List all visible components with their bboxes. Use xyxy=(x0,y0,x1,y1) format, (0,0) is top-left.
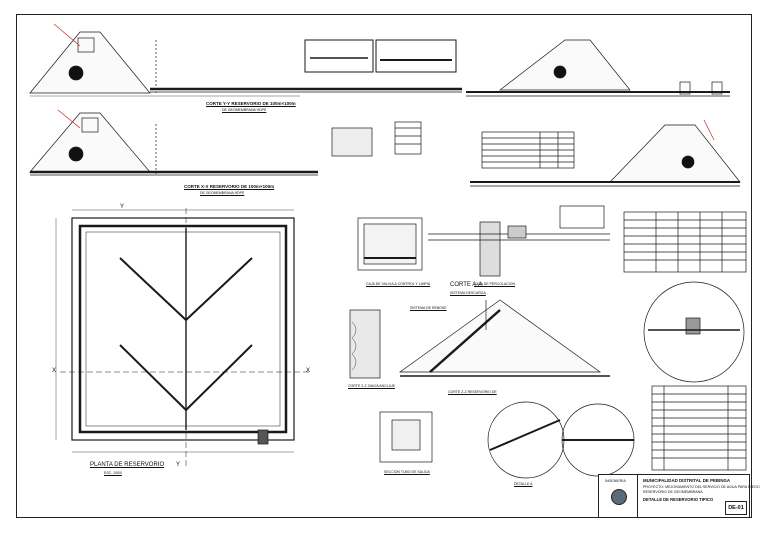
axis-x-left: X xyxy=(52,368,57,374)
label-corte-xx-sub: DE GEOMEMBRANA HDPE xyxy=(200,191,245,195)
title-entity: MUNICIPALIDAD DISTRITAL DE PEBINGA xyxy=(643,478,731,483)
label-caja-percolacion: CAJA DE PERCOLACION xyxy=(474,282,516,286)
section-right-top xyxy=(466,39,730,97)
municipality-logo-icon xyxy=(611,489,627,505)
section-right-mid xyxy=(470,119,741,187)
label-corte-reservorio: CORTE Z-Z RESERVORIO DE xyxy=(448,390,497,394)
label-corte-aa: CORTE A-A xyxy=(450,282,483,288)
title-block: INGENIERIA MUNICIPALIDAD DISTRITAL DE PE… xyxy=(598,474,760,518)
label-detalle: DETALLE A xyxy=(514,482,533,486)
label-sistema-rebose: SISTEMA DE REBOSE xyxy=(410,306,447,310)
drawing-sheet xyxy=(16,14,752,518)
label-planta: PLANTA DE RESERVORIO xyxy=(90,462,165,468)
plano-number: DE-01 xyxy=(725,501,747,515)
label-corte-yy: CORTE Y-Y RESERVORIO DE 100m×100m xyxy=(206,101,296,106)
label-caja-valvulas: CAJA DE VALVULA CONTROL Y LIMPIA xyxy=(366,282,431,286)
section-xx xyxy=(29,109,318,176)
section-yy xyxy=(29,23,462,97)
label-corte-zanja: CORTE Z-Z ZANJA ANCLAJE xyxy=(348,384,395,388)
title-line2: RESERVORIO DE GEOMEMBRANA xyxy=(643,490,703,494)
label-corte-xx: CORTE X-X RESERVORIO DE 100m×100m xyxy=(184,184,275,189)
label-seccion-tubo: SECCION TUBO DE SALIDA xyxy=(384,470,430,474)
logo-label: INGENIERIA xyxy=(605,479,626,483)
axis-y-top: Y xyxy=(120,204,125,210)
title-line1: PROYECTO: MEJORAMIENTO DEL SERVICIO DE A… xyxy=(643,485,760,489)
sheet-title: DETALLE DE RESERVORIO TIPICO xyxy=(643,497,714,502)
label-planta-sub: ESC. 1/500 xyxy=(104,471,122,475)
label-corte-yy-sub: DE GEOMEMBRANA HDPE xyxy=(222,108,267,112)
axis-x-right: X xyxy=(306,368,311,374)
label-sistema-descarga: SISTEMA DESCARGA xyxy=(450,291,486,295)
axis-y-bottom: Y xyxy=(176,462,181,468)
reservoir-plan xyxy=(55,208,312,466)
logo-area: INGENIERIA xyxy=(599,475,638,517)
